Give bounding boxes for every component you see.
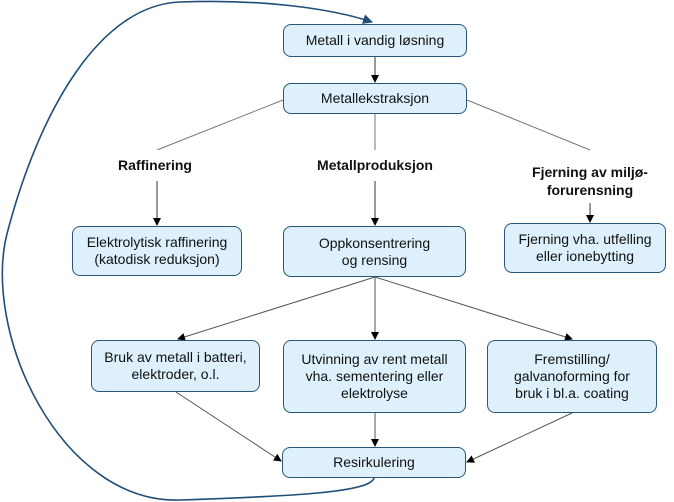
node-metall-i-vandig-losning: Metall i vandig løsning <box>283 24 467 57</box>
node-metallekstraksjon: Metallekstraksjon <box>283 83 467 114</box>
node-fremstilling-galvanoforming: Fremstilling/ galvanoforming for bruk i … <box>487 340 657 413</box>
branch-label-raffinering: Raffinering <box>40 150 270 180</box>
edge-resirkulering-to-vandig <box>1 0 375 501</box>
edge-ekstraksjon-to-raffinering <box>156 99 284 151</box>
node-oppkonsentrering: Oppkonsentrering og rensing <box>283 226 466 277</box>
node-resirkulering: Resirkulering <box>282 447 466 478</box>
edge-fremstilling-to-resirkulering <box>466 412 573 463</box>
node-fjerning-utfelling: Fjerning vha. utfelling eller ionebyttin… <box>504 223 666 273</box>
node-bruk-av-metall: Bruk av metall i batteri, elektroder, o.… <box>91 340 260 392</box>
node-elektrolytisk-raffinering: Elektrolytisk raffinering (katodisk redu… <box>72 226 242 276</box>
branch-label-fjerning-av-miljoforurensning: Fjerning av miljø- forurensning <box>505 160 674 202</box>
branch-label-metallproduksjon: Metallproduksjon <box>283 150 467 180</box>
edge-oppkonsentrering-to-bruk <box>177 276 376 341</box>
node-utvinning-rent-metall: Utvinning av rent metall vha. sementerin… <box>283 340 466 413</box>
edge-oppkonsentrering-to-fremstilling <box>374 276 573 341</box>
edge-bruk-to-resirkulering <box>175 391 282 462</box>
edge-ekstraksjon-to-fjerning-forurensning <box>466 99 591 151</box>
